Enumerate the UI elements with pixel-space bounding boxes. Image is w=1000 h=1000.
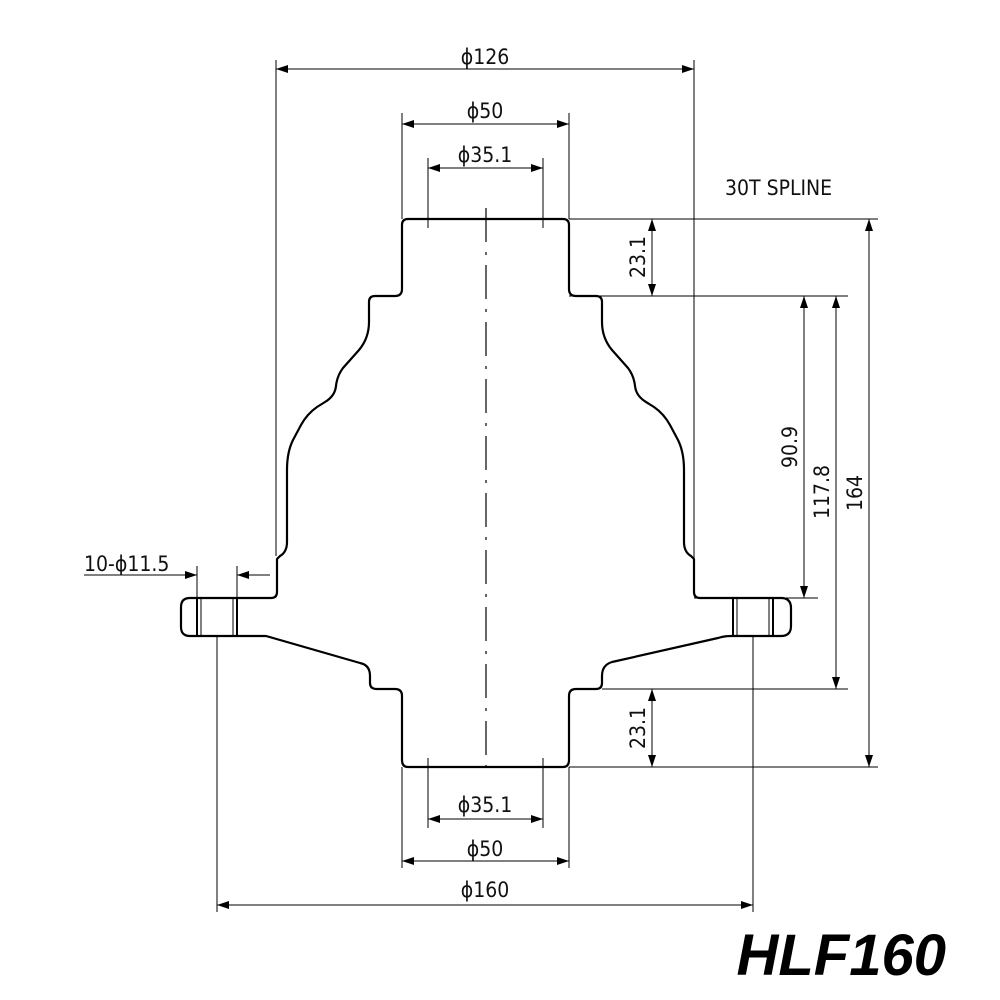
dim-phi160: ϕ160 xyxy=(461,878,510,902)
dim-phi126: ϕ126 xyxy=(461,45,510,69)
spline-note: 30T SPLINE xyxy=(725,176,832,200)
dim-phi50-bottom: ϕ50 xyxy=(467,837,504,861)
dimension-lines xyxy=(84,65,873,909)
dim-overall-height: 164 xyxy=(843,475,867,511)
dim-phi35-bottom: ϕ35.1 xyxy=(458,793,513,817)
bolt-hole-right xyxy=(732,597,774,637)
bolt-hole-left xyxy=(196,597,238,637)
dim-body-height-flange: 117.8 xyxy=(810,465,834,519)
dim-phi35-top: ϕ35.1 xyxy=(458,143,513,167)
dim-body-height: 90.9 xyxy=(778,426,802,468)
model-title: HLF160 xyxy=(736,923,946,988)
dim-top-shaft-length: 23.1 xyxy=(626,236,650,278)
dim-bolt-holes: 10-ϕ11.5 xyxy=(84,552,169,576)
part-outline xyxy=(179,217,793,769)
dim-bottom-shaft-length: 23.1 xyxy=(626,707,650,749)
dim-phi50-top: ϕ50 xyxy=(467,99,504,123)
